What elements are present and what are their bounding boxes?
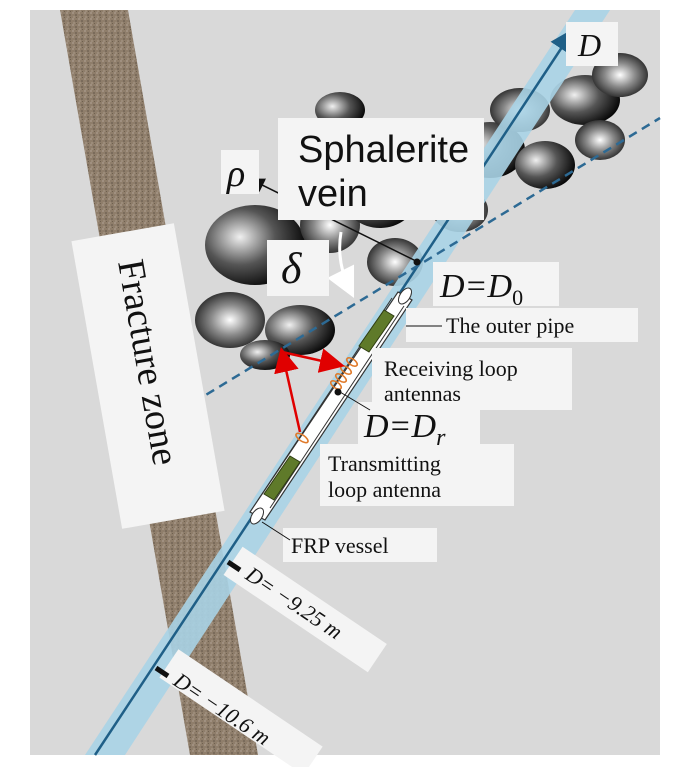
vein-dashed-line: [167, 116, 661, 420]
frp-box: [283, 528, 437, 562]
probe-assembly: [249, 287, 413, 525]
dr-leader: [339, 391, 371, 411]
d0-sub: 0: [512, 285, 523, 310]
d0-label: D=D0: [439, 268, 523, 310]
d0-label-box: [433, 262, 559, 306]
delta-label-box: [267, 240, 329, 296]
dr-point: [334, 388, 342, 396]
depth1-tick: [226, 559, 242, 573]
transmitting-line1: Transmitting: [328, 451, 441, 476]
sphalerite-line1: Sphalerite: [298, 129, 469, 171]
receiving-box: [372, 348, 572, 410]
delta-arc: [327, 231, 355, 299]
dr-label-box: [358, 402, 480, 446]
dr-sub: r: [436, 425, 446, 451]
depth2-tick: [154, 665, 170, 679]
transmitting-core: [263, 455, 301, 501]
d-axis-label-box: [566, 22, 618, 66]
receiving-line2: antennas: [384, 381, 461, 406]
delta-label: δ: [281, 244, 303, 293]
depth2-box: [159, 649, 323, 767]
transmitting-coil: [295, 432, 309, 444]
receiving-core: [358, 309, 395, 353]
depth1-box: [223, 546, 387, 673]
outer-pipe-box: [406, 308, 638, 342]
sphalerite-line2: vein: [298, 173, 368, 215]
receiving-line1: Receiving loop: [384, 356, 518, 381]
outer-pipe-label: The outer pipe: [446, 313, 574, 338]
receiving-coils: [329, 357, 359, 390]
rho-label-box: [221, 150, 259, 194]
rho-label: ρ: [226, 153, 245, 195]
d0-main: D=D: [439, 268, 512, 305]
sphalerite-label-box: [278, 118, 484, 220]
ray-paths: [274, 347, 345, 433]
dr-label: D=Dr: [363, 408, 446, 451]
d-axis-label: D: [577, 27, 601, 63]
dr-main: D=D: [363, 408, 436, 445]
frp-leader: [261, 521, 291, 541]
d0-point: [413, 258, 421, 266]
fracture-label-box: [71, 223, 225, 529]
frp-vessel-label: FRP vessel: [291, 533, 389, 558]
transmitting-box: [320, 444, 514, 506]
transmitting-line2: loop antenna: [328, 477, 441, 502]
